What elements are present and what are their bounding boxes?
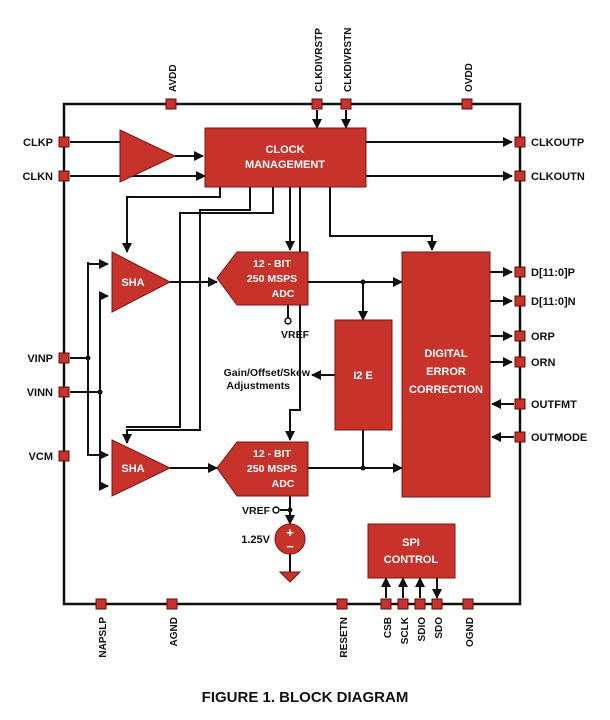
clock-management-block: [204, 127, 367, 188]
sha-top: [111, 251, 172, 313]
clock-buffer: [119, 129, 177, 183]
pin-label-clkp: CLKP: [23, 137, 53, 149]
digital-error-correction-block: [401, 251, 491, 498]
clock-management-line1: CLOCK: [265, 144, 304, 156]
adc-bottom-line2: 250 MSPS: [247, 463, 297, 475]
pin-label-agnd: AGND: [169, 617, 180, 646]
voltage-source-1v25: [274, 523, 306, 555]
pin-label-orn: ORN: [531, 357, 556, 369]
junction-dots: [85, 279, 366, 513]
spi-control-block: [367, 523, 456, 579]
pin-label-sdio: SDIO: [417, 617, 428, 642]
sha-top-label: SHA: [121, 277, 144, 289]
pin-label-sclk: SCLK: [400, 616, 411, 644]
adc-top-line2: 250 MSPS: [247, 273, 297, 285]
vref-terminal-top: [284, 317, 292, 325]
pin-label-vinp: VINP: [27, 353, 53, 365]
ground-icon: [278, 571, 302, 583]
pin-label-clkoutp: CLKOUTP: [531, 137, 584, 149]
adc-top: [216, 251, 309, 306]
pin-label-resetn: RESETN: [339, 617, 350, 658]
adc-top-line1: 12 - BIT: [253, 258, 292, 270]
pin-label-clkoutn: CLKOUTN: [531, 171, 585, 183]
pin-label-sdo: SDO: [434, 617, 445, 639]
adc-top-line3: ADC: [272, 288, 295, 300]
i2e-block: [334, 319, 393, 431]
pin-label-orp: ORP: [531, 331, 555, 343]
vref-label-bottom: VREF: [242, 505, 271, 517]
pin-label-clkdivrstp: CLKDIVRSTP: [314, 28, 325, 92]
pin-label-clkdivrstn: CLKDIVRSTN: [343, 28, 354, 92]
source-minus: −: [286, 539, 294, 554]
gain-label-line1: Gain/Offset/Skew: [224, 367, 311, 379]
adc-bottom-line3: ADC: [272, 478, 295, 490]
pin-label-outmode: OUTMODE: [531, 432, 587, 444]
pin-label-ovdd: OVDD: [464, 63, 475, 92]
gain-label-line2: Adjustments: [226, 380, 290, 392]
pin-label-ognd: OGND: [465, 617, 476, 647]
spi-line2: CONTROL: [384, 554, 439, 566]
adc-bottom: [216, 441, 309, 497]
adc-bottom-line1: 12 - BIT: [253, 448, 292, 460]
pin-label-d-p: D[11:0]P: [531, 267, 575, 279]
sha-bottom: [111, 439, 172, 497]
vref-terminal-bottom: [272, 506, 280, 514]
spi-line1: SPI: [402, 537, 420, 549]
pin-label-csb: CSB: [383, 617, 394, 638]
sha-bottom-label: SHA: [121, 463, 144, 475]
clock-management-line2: MANAGEMENT: [245, 159, 325, 171]
figure-caption: FIGURE 1. BLOCK DIAGRAM: [202, 689, 409, 706]
pin-squares: [58, 98, 526, 610]
voltage-label: 1.25V: [241, 534, 270, 546]
vref-label-top: VREF: [281, 329, 310, 341]
pin-label-clkn: CLKN: [22, 171, 53, 183]
source-plus: +: [286, 525, 294, 540]
pin-label-avdd: AVDD: [168, 64, 179, 92]
dec-line3: CORRECTION: [409, 384, 483, 396]
pin-label-d-n: D[11:0]N: [531, 296, 576, 308]
dec-line2: ERROR: [426, 366, 466, 378]
pin-label-vcm: VCM: [29, 451, 53, 463]
i2e-label: I2 E: [353, 370, 373, 382]
dec-line1: DIGITAL: [424, 348, 467, 360]
pin-label-napslp: NAPSLP: [98, 617, 109, 658]
pin-label-vinn: VINN: [27, 387, 53, 399]
pin-label-outfmt: OUTFMT: [531, 399, 577, 411]
